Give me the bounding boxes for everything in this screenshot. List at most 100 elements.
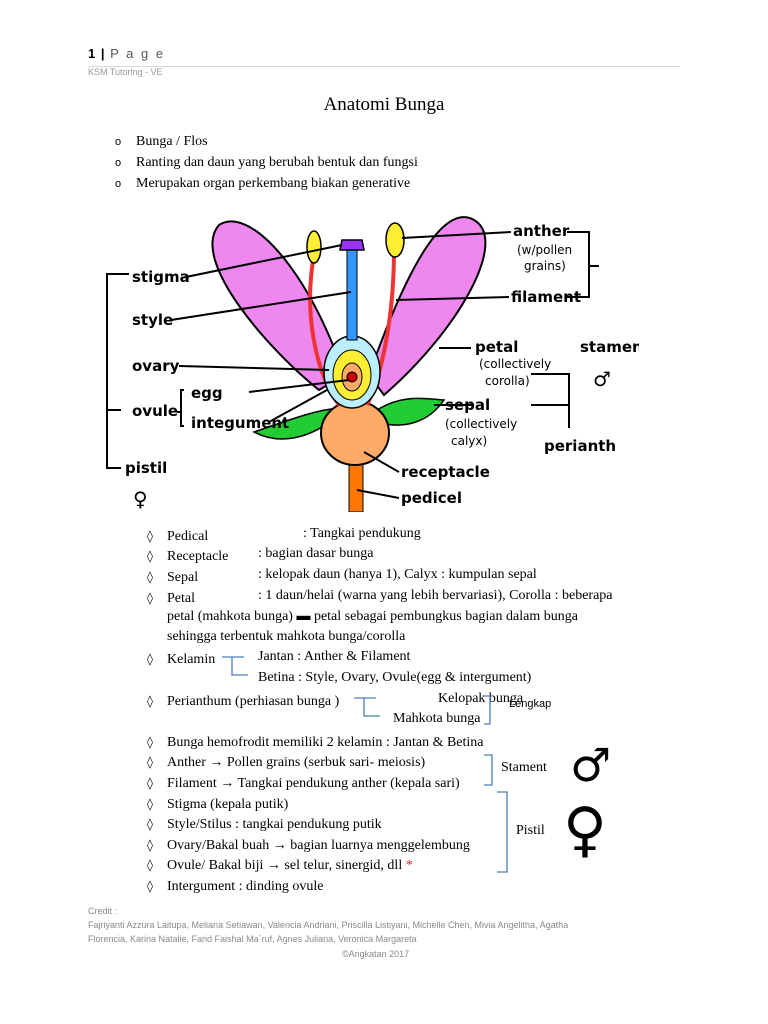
receptacle	[320, 400, 390, 466]
credit-line: Fajriyanti Azzura Laitupa, Meliana Setia…	[88, 920, 569, 930]
page-number: 1	[88, 46, 96, 61]
asterisk-mark: *	[405, 858, 413, 873]
list-item: ◊Style/Stilus : tangkai pendukung putik	[147, 814, 382, 835]
label-integument: integument	[191, 414, 289, 432]
list-item: ◊Bunga hemofrodit memiliki 2 kelamin : J…	[147, 732, 484, 753]
list-item: ◊Filament → Tangkai pendukung anther (ke…	[147, 773, 460, 794]
list-item: ◊Ovule/ Bakal biji → sel telur, sinergid…	[147, 855, 413, 876]
label-perianth: perianth	[544, 437, 616, 455]
list-item: ◊Pedical	[147, 526, 208, 547]
perianthum-lengkap: Lengkap	[509, 698, 552, 710]
header-divider	[88, 66, 680, 67]
list-item: ◊Petal	[147, 588, 195, 609]
credit-line: Florencia, Karina Natalie, Farid Faishal…	[88, 934, 417, 944]
page-word: P a g e	[110, 46, 166, 61]
left-sepal	[252, 407, 340, 440]
label-egg: egg	[191, 384, 223, 402]
label-petal: petal	[475, 338, 518, 356]
label-ovule: ovule	[132, 402, 178, 420]
diamond-bullet-icon: ◊	[147, 817, 153, 831]
left-anther	[306, 230, 322, 264]
left-petal	[211, 220, 346, 392]
list-item: ◊Sepal	[147, 567, 198, 588]
egg	[346, 371, 358, 383]
diamond-bullet-icon: ◊	[147, 652, 153, 666]
label-stamen: stamen	[580, 338, 639, 356]
list-item: ◊Kelamin	[147, 649, 215, 670]
label-pistil: pistil	[125, 459, 167, 477]
list-item-definition: : kelopak daun (hanya 1), Calyx : kumpul…	[258, 567, 537, 582]
bracket-line	[484, 695, 491, 725]
label-anther-note: (w/pollen	[517, 243, 572, 257]
header-subtitle: KSM Tutoring - VE	[88, 67, 163, 77]
perianthum-mahkota: Mahkota bunga	[393, 711, 481, 726]
diamond-bullet-icon: ◊	[147, 797, 153, 811]
page-title: Anatomi Bunga	[323, 94, 445, 115]
label-ovary: ovary	[132, 357, 180, 375]
diamond-bullet-icon: ◊	[147, 549, 153, 563]
list-item-definition: : Tangkai pendukung	[303, 526, 421, 541]
style	[346, 247, 358, 341]
diamond-bullet-icon: ◊	[147, 735, 153, 749]
diamond-bullet-icon: ◊	[147, 838, 153, 852]
label-stigma: stigma	[132, 268, 190, 286]
label-pedicel: pedicel	[401, 489, 462, 507]
page-separator: |	[100, 46, 105, 61]
credit-heading: Credit :	[88, 906, 118, 916]
kelamin-betina: Betina : Style, Ovary, Ovule(egg & inter…	[258, 670, 532, 685]
diamond-bullet-icon: ◊	[147, 879, 153, 893]
stament-label: Stament	[501, 760, 547, 775]
label-sepal-note: (collectively	[445, 417, 517, 431]
diamond-bullet-icon: ◊	[147, 776, 153, 790]
female-symbol-icon: ♀	[133, 487, 148, 511]
perianthum-kelopak: Kelopak bunga	[438, 691, 524, 706]
list-item-continuation: petal (mahkota bunga) ▬ petal sebagai pe…	[167, 609, 578, 624]
label-sepal: sepal	[445, 396, 490, 414]
male-symbol-icon: ♂	[570, 738, 612, 792]
bracket-line	[354, 697, 380, 717]
label-petal-note: corolla)	[485, 374, 530, 388]
label-filament: filament	[511, 288, 581, 306]
diamond-bullet-icon: ◊	[147, 570, 153, 584]
list-item-definition: : 1 daun/helai (warna yang lebih bervari…	[258, 588, 613, 603]
page-header: 1 | P a g e	[88, 46, 165, 61]
list-item: ◊Stigma (kepala putik)	[147, 794, 288, 815]
diamond-bullet-icon: ◊	[147, 694, 153, 708]
circle-bullet-icon: o	[115, 157, 122, 169]
list-item-definition: : bagian dasar bunga	[258, 546, 374, 561]
list-item-continuation: sehingga terbentuk mahkota bunga/corolla	[167, 629, 406, 644]
circle-bullet-icon: o	[115, 136, 122, 148]
stigma	[339, 239, 365, 251]
list-item: ◊Intergument : dinding ovule	[147, 876, 323, 897]
flower-anatomy-diagram: stigma style ovary ovule egg integument …	[106, 216, 639, 512]
copyright: ©Angkatan 2017	[342, 949, 410, 959]
male-symbol-icon: ♂	[593, 367, 611, 391]
list-item: ◊Ovary/Bakal buah → bagian luarnya mengg…	[147, 835, 470, 856]
diamond-bullet-icon: ◊	[147, 591, 153, 605]
circle-bullet-icon: o	[115, 178, 122, 190]
diamond-bullet-icon: ◊	[147, 529, 153, 543]
pistil-label: Pistil	[516, 823, 545, 838]
bracket-line	[222, 656, 248, 676]
pistil-bracket	[497, 791, 508, 873]
label-sepal-note: calyx)	[451, 434, 487, 448]
label-style: style	[132, 311, 173, 329]
female-symbol-icon: ♀	[563, 795, 607, 865]
label-petal-note: (collectively	[479, 357, 551, 371]
list-item: ◊Receptacle	[147, 546, 228, 567]
right-sepal	[373, 397, 446, 426]
right-petal	[367, 216, 487, 397]
label-anther-note: grains)	[524, 259, 566, 273]
diamond-bullet-icon: ◊	[147, 755, 153, 769]
label-receptacle: receptacle	[401, 463, 490, 481]
list-item: ◊Perianthum (perhiasan bunga )	[147, 691, 339, 712]
stament-bracket	[484, 754, 493, 786]
diamond-bullet-icon: ◊	[147, 858, 153, 872]
right-anther	[385, 222, 405, 258]
kelamin-jantan: Jantan : Anther & Filament	[258, 649, 411, 664]
label-anther: anther	[513, 222, 570, 240]
list-item: ◊Anther → Pollen grains (serbuk sari- me…	[147, 752, 425, 773]
